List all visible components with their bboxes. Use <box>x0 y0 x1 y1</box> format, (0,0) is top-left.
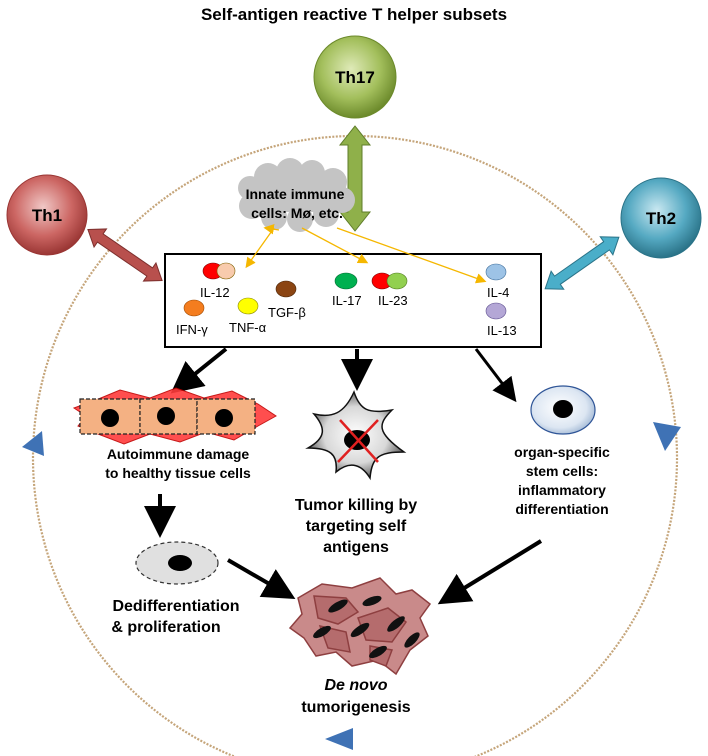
arrow-to-stem-cells <box>474 348 517 403</box>
il23-dot-green <box>386 272 408 290</box>
arrow-dediff-to-tumor <box>226 558 296 600</box>
arrow-stem-to-tumor <box>437 539 543 605</box>
orbit-arrow-right <box>653 422 681 451</box>
il12-dot-peach <box>216 262 236 280</box>
damage-label-line1: Autoimmune damage <box>107 446 250 462</box>
il13-label: IL-13 <box>487 323 517 338</box>
arrow-to-damage <box>170 347 228 394</box>
stem-cell-nucleus <box>553 400 573 418</box>
stem-label-line2: stem cells: <box>526 463 598 479</box>
damage-label-line2: to healthy tissue cells <box>105 465 251 481</box>
yellow-arrow-il4 <box>336 227 487 284</box>
th17-label: Th17 <box>335 68 375 87</box>
tumor-killing-line2: targeting self <box>306 518 407 535</box>
tnfa-dot <box>237 297 259 315</box>
tgfb-label: TGF-β <box>268 305 306 320</box>
ifng-label: IFN-γ <box>176 322 208 337</box>
innate-cloud <box>238 158 355 232</box>
th2-cell <box>620 177 702 259</box>
killed-tumor-cell <box>305 389 407 481</box>
ifng-dot <box>183 299 205 317</box>
innate-label-line2: cells: Mø, etc. <box>251 205 343 221</box>
th1-label: Th1 <box>32 206 62 225</box>
tumor-killing-line1: Tumor killing by <box>295 497 417 514</box>
orbit-arrow-left <box>22 431 44 456</box>
innate-label-line1: Innate immune <box>246 186 345 202</box>
stem-label-line4: differentiation <box>515 501 608 517</box>
damaged-tissue-cells <box>72 387 277 445</box>
il17-dot <box>334 272 358 290</box>
yellow-arrow-cloud-back <box>263 224 280 235</box>
denovo-label-line1: De novo <box>324 677 387 694</box>
th17-cell <box>313 35 397 119</box>
tgfb-dot <box>275 280 297 298</box>
tnfa-label: TNF-α <box>229 320 267 335</box>
il23-label: IL-23 <box>378 293 408 308</box>
orbit-arrow-bottom <box>325 728 353 750</box>
th2-double-arrow <box>544 236 620 290</box>
yellow-arrow-il12 <box>245 227 275 269</box>
dedifferentiated-nucleus <box>168 555 192 571</box>
dediff-label-line2: & proliferation <box>111 619 220 636</box>
th1-cell <box>6 174 88 256</box>
il17-label: IL-17 <box>332 293 362 308</box>
dediff-label-line1: Dedifferentiation <box>112 598 239 615</box>
th2-label: Th2 <box>646 209 676 228</box>
stem-label-line3: inflammatory <box>518 482 606 498</box>
il13-dot <box>485 302 507 320</box>
th1-double-arrow <box>87 228 163 282</box>
stem-label-line1: organ-specific <box>514 444 610 460</box>
de-novo-tumor-nuclei <box>313 595 420 659</box>
tumor-killing-line3: antigens <box>323 539 389 556</box>
th17-double-arrow <box>338 125 372 232</box>
il4-label: IL-4 <box>487 285 509 300</box>
denovo-label-line2: tumorigenesis <box>301 699 410 716</box>
il12-label: IL-12 <box>200 285 230 300</box>
il4-dot <box>485 263 507 281</box>
diagram-title: Self-antigen reactive T helper subsets <box>201 5 507 24</box>
yellow-arrow-il23 <box>301 227 369 264</box>
